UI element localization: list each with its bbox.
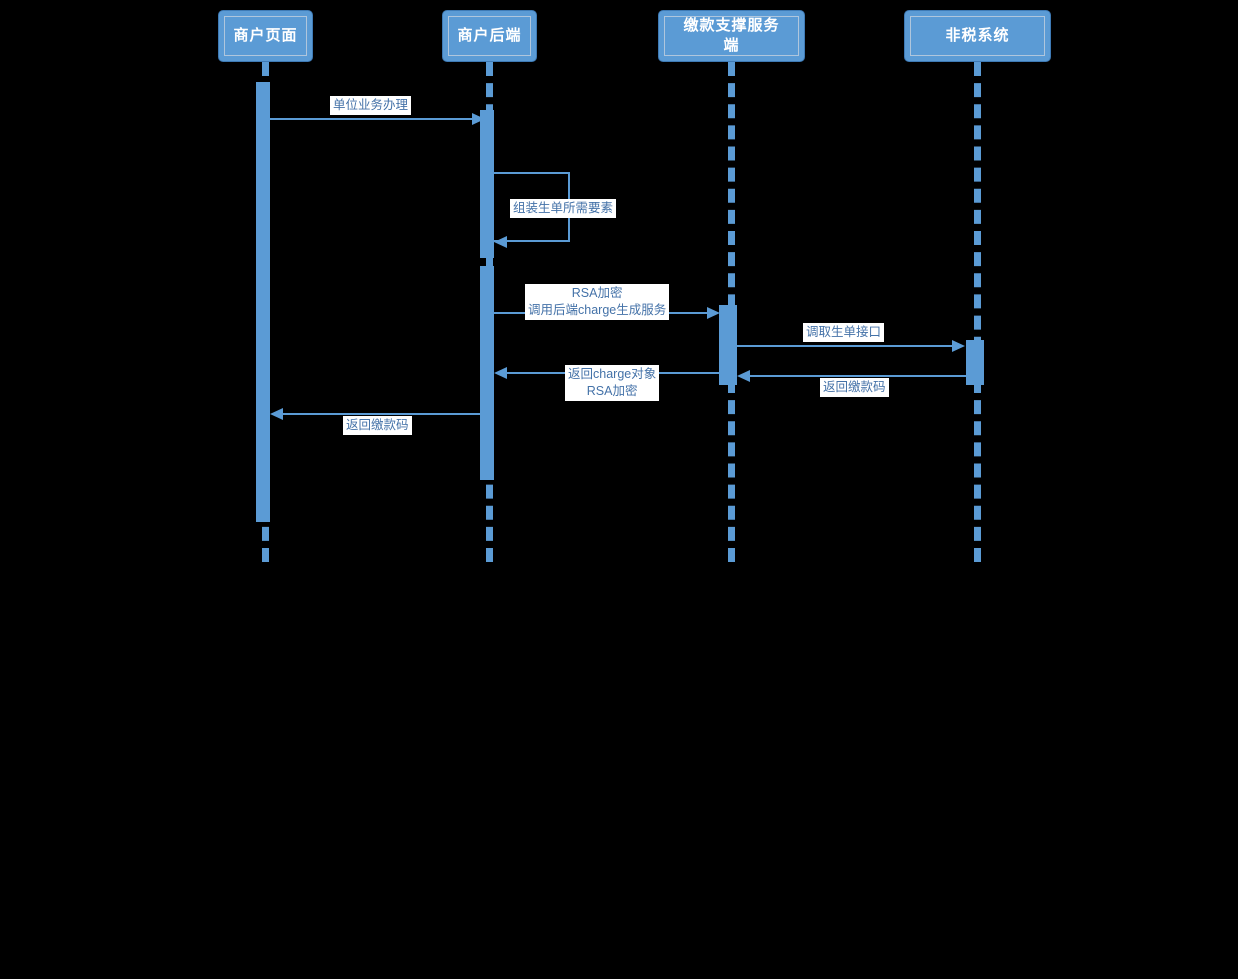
lifeline-non-tax-system	[974, 62, 981, 562]
message-line-m4	[737, 345, 954, 347]
message-arrowhead-m3	[707, 307, 720, 319]
message-label-m5: 返回缴款码	[820, 378, 889, 397]
message-arrowhead-m2	[494, 236, 507, 248]
participant-merchant-backend[interactable]: 商户后端	[442, 10, 537, 62]
activation-merchant-page	[256, 82, 270, 522]
participant-label-merchant-page: 商户页面	[233, 27, 298, 44]
message-label-m3: RSA加密 调用后端charge生成服务	[525, 284, 670, 320]
message-arrowhead-m7	[270, 408, 283, 420]
participant-merchant-page[interactable]: 商户页面	[218, 10, 313, 62]
message-line-m7	[283, 413, 480, 415]
activation-payment-service	[719, 305, 737, 385]
message-label-m4: 调取生单接口	[803, 323, 885, 342]
message-line-m5	[750, 375, 966, 377]
message-label-m7: 返回缴款码	[343, 416, 412, 435]
message-arrowhead-m1	[472, 113, 485, 125]
participant-non-tax-system[interactable]: 非税系统	[904, 10, 1051, 62]
participant-payment-service[interactable]: 缴款支撑服务 端	[658, 10, 805, 62]
participant-label-payment-service: 缴款支撑服务 端	[683, 17, 780, 54]
message-label-m2: 组装生单所需要素	[510, 199, 617, 218]
participant-inner-border: 非税系统	[910, 16, 1045, 56]
message-arrowhead-m6	[494, 367, 507, 379]
activation-merchant-backend-2	[480, 266, 494, 480]
participant-inner-border: 缴款支撑服务 端	[664, 16, 799, 56]
participant-inner-border: 商户页面	[224, 16, 307, 56]
participant-label-non-tax-system: 非税系统	[945, 27, 1010, 44]
message-arrowhead-m4	[952, 340, 965, 352]
message-label-m1: 单位业务办理	[330, 96, 412, 115]
message-arrowhead-m5	[737, 370, 750, 382]
participant-label-merchant-backend: 商户后端	[457, 27, 522, 44]
activation-non-tax-system	[966, 340, 984, 385]
message-label-m6: 返回charge对象 RSA加密	[565, 365, 660, 401]
participant-inner-border: 商户后端	[448, 16, 531, 56]
activation-merchant-backend-1	[480, 110, 494, 258]
message-line-m1	[270, 118, 474, 120]
